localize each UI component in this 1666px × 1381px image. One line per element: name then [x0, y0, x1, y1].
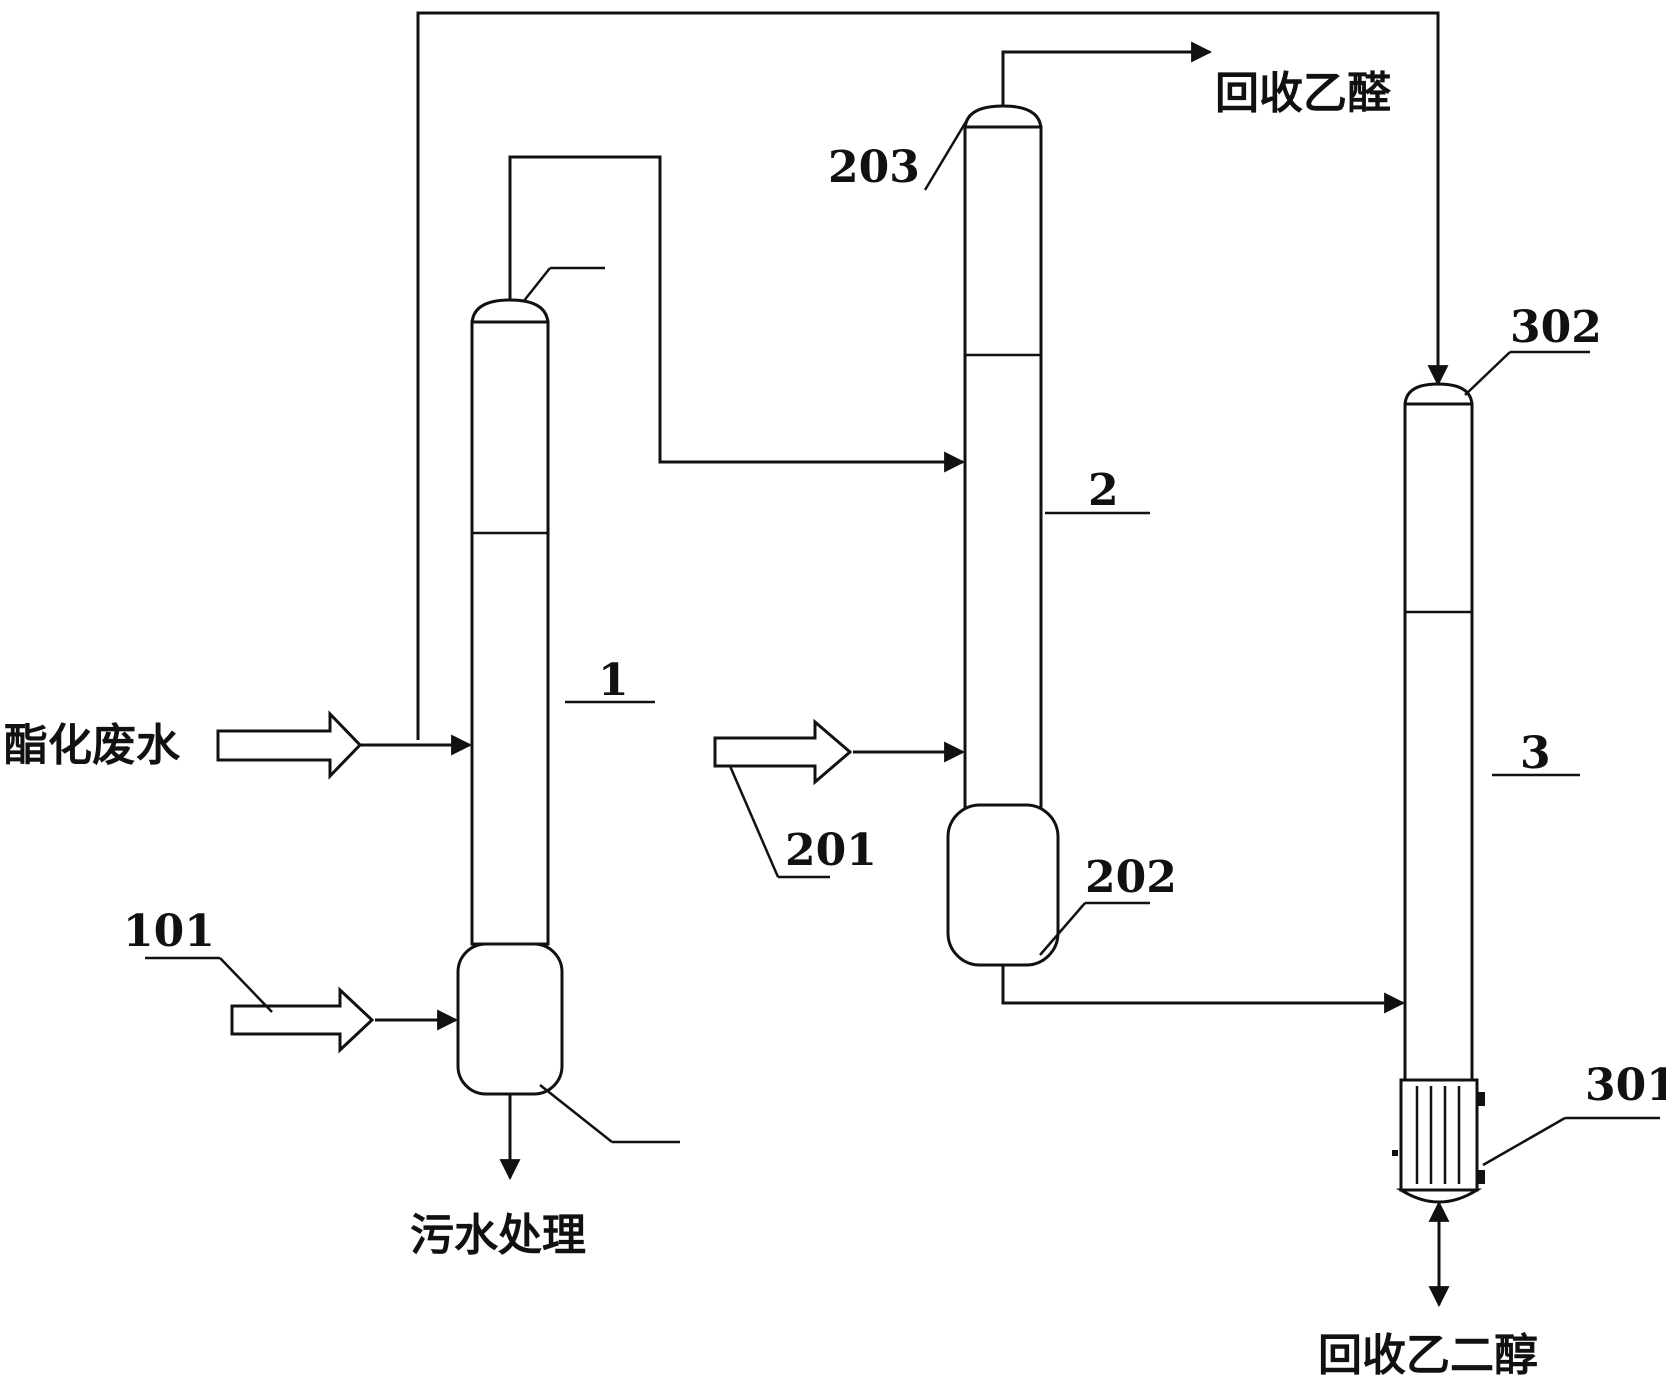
label-column-2: 2: [1088, 465, 1119, 516]
label-202: 202: [1085, 852, 1177, 903]
label-301: 301: [1585, 1060, 1666, 1111]
label-column-1: 1: [598, 655, 629, 706]
recycle-line: [416, 11, 1449, 740]
leader-column1-top: [522, 267, 551, 303]
label-recovered-acetaldehyde: 回收乙醛: [1215, 68, 1391, 119]
label-201: 201: [785, 825, 877, 876]
column-2: [946, 104, 1060, 967]
leader-203: [923, 114, 972, 191]
label-302: 302: [1510, 302, 1602, 353]
label-203: 203: [828, 142, 920, 193]
column-1: [456, 298, 564, 1096]
stream201-arrow: [713, 718, 853, 786]
leader-column1-bottom: [539, 1084, 613, 1143]
leader-201: [728, 765, 780, 878]
stream101-arrow: [230, 986, 375, 1054]
acetaldehyde-product-line: [1001, 41, 1213, 106]
leader-101: [219, 957, 273, 1013]
leader-202: [1039, 902, 1086, 956]
label-recovered-glycol: 回收乙二醇: [1318, 1330, 1538, 1381]
leader-301: [1482, 1116, 1566, 1167]
label-column-3: 3: [1520, 728, 1551, 779]
label-101: 101: [123, 906, 215, 957]
column-3: [1392, 382, 1485, 1204]
column2-bottoms-line: [1001, 965, 1406, 1014]
leader-302: [1464, 351, 1511, 396]
label-feed-wastewater: 酯化废水: [4, 720, 181, 771]
label-sewage-treatment: 污水处理: [410, 1210, 586, 1261]
column1-overhead-line: [508, 155, 966, 473]
wastewater-feed-arrow: [216, 710, 363, 780]
